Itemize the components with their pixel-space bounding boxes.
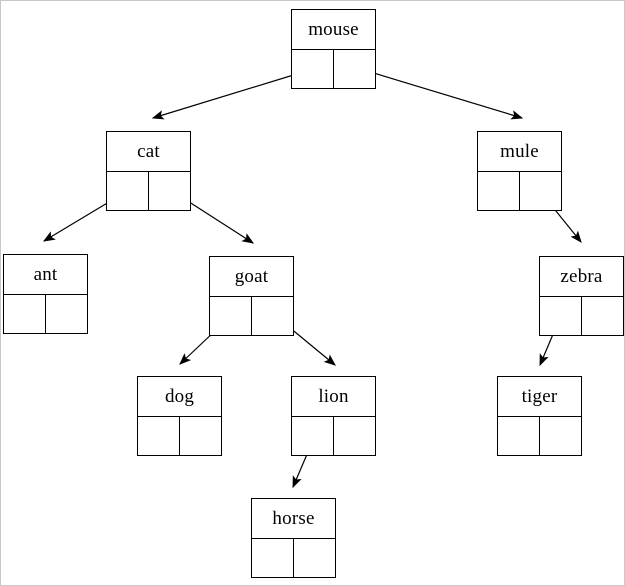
right-pointer-cell[interactable]: [334, 50, 375, 88]
right-pointer-cell[interactable]: [540, 417, 581, 455]
tree-node-cat[interactable]: cat: [106, 131, 191, 211]
left-pointer-cell[interactable]: [292, 50, 334, 88]
edge-mouse-to-mule: [353, 66, 524, 120]
node-label: goat: [210, 257, 293, 297]
left-pointer-cell[interactable]: [478, 172, 520, 210]
node-label: mule: [478, 132, 561, 172]
node-pointer-cells: [498, 417, 581, 455]
right-pointer-cell[interactable]: [46, 295, 87, 333]
right-pointer-cell[interactable]: [252, 297, 293, 335]
tree-node-lion[interactable]: lion: [291, 376, 376, 456]
node-pointer-cells: [292, 417, 375, 455]
right-pointer-cell[interactable]: [294, 539, 335, 577]
node-pointer-cells: [540, 297, 623, 335]
left-pointer-cell[interactable]: [138, 417, 180, 455]
node-label: tiger: [498, 377, 581, 417]
tree-node-mule[interactable]: mule: [477, 131, 562, 211]
node-pointer-cells: [107, 172, 190, 210]
node-pointer-cells: [210, 297, 293, 335]
left-pointer-cell[interactable]: [540, 297, 582, 335]
tree-node-mouse[interactable]: mouse: [291, 9, 376, 89]
left-pointer-cell[interactable]: [292, 417, 334, 455]
node-pointer-cells: [478, 172, 561, 210]
node-label: cat: [107, 132, 190, 172]
node-label: ant: [4, 255, 87, 295]
right-pointer-cell[interactable]: [149, 172, 190, 210]
tree-node-tiger[interactable]: tiger: [497, 376, 582, 456]
right-pointer-cell[interactable]: [520, 172, 561, 210]
tree-node-goat[interactable]: goat: [209, 256, 294, 336]
node-pointer-cells: [292, 50, 375, 88]
left-pointer-cell[interactable]: [210, 297, 252, 335]
right-pointer-cell[interactable]: [180, 417, 221, 455]
node-label: dog: [138, 377, 221, 417]
right-pointer-cell[interactable]: [334, 417, 375, 455]
node-label: horse: [252, 499, 335, 539]
node-pointer-cells: [138, 417, 221, 455]
node-pointer-cells: [252, 539, 335, 577]
left-pointer-cell[interactable]: [252, 539, 294, 577]
node-label: mouse: [292, 10, 375, 50]
tree-node-horse[interactable]: horse: [251, 498, 336, 578]
node-label: zebra: [540, 257, 623, 297]
left-pointer-cell[interactable]: [107, 172, 149, 210]
tree-node-dog[interactable]: dog: [137, 376, 222, 456]
tree-node-ant[interactable]: ant: [3, 254, 88, 334]
right-pointer-cell[interactable]: [582, 297, 623, 335]
node-pointer-cells: [4, 295, 87, 333]
tree-node-zebra[interactable]: zebra: [539, 256, 624, 336]
left-pointer-cell[interactable]: [498, 417, 540, 455]
left-pointer-cell[interactable]: [4, 295, 46, 333]
edge-mouse-to-cat: [151, 68, 314, 120]
node-label: lion: [292, 377, 375, 417]
